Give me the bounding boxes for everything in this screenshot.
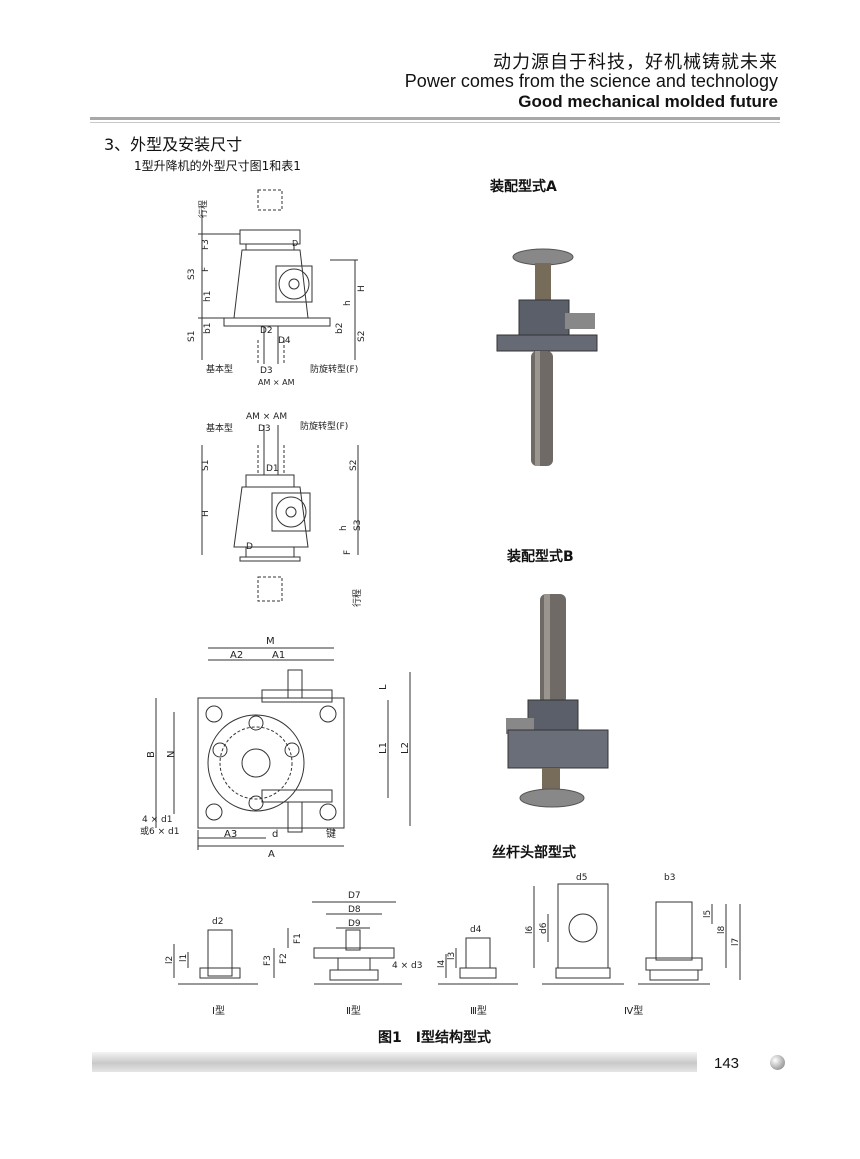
dim-b: B xyxy=(146,751,157,758)
figure-caption: 图1 Ⅰ型结构型式 xyxy=(378,1030,491,1046)
dim-am-mid: AM × AM xyxy=(246,412,287,422)
dim-s3-mid: S3 xyxy=(353,520,363,531)
dim-h-small-mid: h xyxy=(339,525,349,531)
dim-l1-type1: l1 xyxy=(179,954,189,962)
dim-a1: A1 xyxy=(272,650,285,661)
basic-type-label-mid: 基本型 xyxy=(206,422,233,434)
dim-l5: l5 xyxy=(703,910,713,918)
dim-a: A xyxy=(268,849,275,860)
dim-d: D xyxy=(292,239,298,248)
header-chinese-slogan: 动力源自于科技，好机械铸就未来 xyxy=(493,52,778,73)
dim-b2: b2 xyxy=(335,323,345,334)
basic-type-label: 基本型 xyxy=(206,363,233,375)
type2-name: Ⅱ型 xyxy=(346,1004,361,1017)
dim-d9: D9 xyxy=(348,919,361,929)
dim-h1: h1 xyxy=(203,291,213,302)
type4-name: Ⅳ型 xyxy=(624,1004,643,1017)
dim-f-mid: F xyxy=(343,550,353,555)
header-english-line2: Good mechanical molded future xyxy=(518,92,778,111)
header-rule-thin xyxy=(90,122,780,123)
dim-l: L xyxy=(378,684,389,690)
dim-am: AM × AM xyxy=(258,378,295,387)
dim-f: F xyxy=(201,267,211,272)
screw-head-title: 丝杆头部型式 xyxy=(492,845,576,861)
dim-d2: D2 xyxy=(260,326,273,336)
dim-d-mid: D xyxy=(246,542,253,552)
photo-b-title: 装配型式B xyxy=(507,549,574,565)
top-elevation-drawing: 行程 F3 F S3 h1 b1 S1 D H h b2 S2 D2 D4 D3… xyxy=(187,189,367,387)
middle-elevation-drawing: AM × AM 基本型 D3 防旋转型(F) S1 D1 S2 H h S3 D… xyxy=(201,412,363,607)
dim-h-mid: H xyxy=(201,510,211,517)
holes-label-4: 4 × d1 xyxy=(142,815,172,825)
anti-rotation-label-mid: 防旋转型(F) xyxy=(300,420,348,432)
dim-l8: l8 xyxy=(717,925,727,934)
dim-d1-mid: D1 xyxy=(266,464,279,474)
dim-d-small: d xyxy=(272,829,278,840)
dim-d8: D8 xyxy=(348,905,361,915)
dim-s2-mid: S2 xyxy=(349,460,359,471)
dim-l6: l6 xyxy=(525,925,535,934)
key-label: 键 xyxy=(326,827,336,840)
dim-l1: L1 xyxy=(378,742,389,754)
screw-head-drawings: d2 l2 l1 Ⅰ型 D7 D8 D9 F1 F3 F2 4 × d3 Ⅱ型 … xyxy=(165,873,741,1017)
holes-label-6: 或6 × d1 xyxy=(140,825,179,837)
dim-4xd3: 4 × d3 xyxy=(392,961,422,971)
dim-d2-type1: d2 xyxy=(212,917,223,927)
dim-s1-mid: S1 xyxy=(201,460,211,471)
dim-m: M xyxy=(266,636,275,647)
dim-d3-mid: D3 xyxy=(258,424,271,434)
plan-view-drawing: M A2 A1 L B N L1 L2 A3 d A 4 × d1 或6 × d… xyxy=(140,636,411,860)
dim-h-lower: h xyxy=(343,300,353,306)
dim-f3: F3 xyxy=(201,239,211,250)
dim-d5: d5 xyxy=(576,873,587,883)
stroke-label-mid: 行程 xyxy=(351,589,363,607)
dim-a3: A3 xyxy=(224,829,237,840)
dim-d4-type3: d4 xyxy=(470,925,482,935)
dim-s1: S1 xyxy=(187,331,197,342)
dim-d3: D3 xyxy=(260,366,273,376)
type3-name: Ⅲ型 xyxy=(470,1004,487,1017)
section-subtitle: 1型升降机的外型尺寸图1和表1 xyxy=(134,159,301,173)
dim-f3-type2: F3 xyxy=(263,955,273,966)
dim-n: N xyxy=(166,751,177,758)
jack-photo-a xyxy=(496,248,598,466)
jack-photo-b xyxy=(506,594,609,808)
dim-d6: d6 xyxy=(539,922,549,934)
dim-b3: b3 xyxy=(664,873,675,883)
dim-f2: F2 xyxy=(279,953,289,964)
section-title: 3、外型及安装尺寸 xyxy=(104,135,243,154)
dim-l7: l7 xyxy=(731,938,741,946)
header-rule xyxy=(90,117,780,120)
type1-name: Ⅰ型 xyxy=(212,1004,225,1017)
dim-b1: b1 xyxy=(203,323,213,334)
dim-d4: D4 xyxy=(278,336,291,346)
dim-l2-type1: l2 xyxy=(165,956,175,964)
page-ball-ornament xyxy=(770,1055,785,1070)
dim-h-upper: H xyxy=(357,285,367,292)
dim-d7: D7 xyxy=(348,891,361,901)
page-number: 143 xyxy=(714,1055,740,1072)
dim-s3: S3 xyxy=(187,269,197,280)
dim-s2: S2 xyxy=(357,331,367,342)
stroke-label-top: 行程 xyxy=(197,200,209,218)
dim-l3-type3: l3 xyxy=(447,952,457,960)
dim-l4-type3: l4 xyxy=(437,959,447,968)
dim-l2: L2 xyxy=(400,742,411,754)
footer-bar xyxy=(92,1052,697,1072)
photo-a-title: 装配型式A xyxy=(490,179,557,195)
anti-rotation-label: 防旋转型(F) xyxy=(310,363,358,375)
header-english-line1: Power comes from the science and technol… xyxy=(404,71,778,91)
dim-f1: F1 xyxy=(293,933,303,944)
dim-a2: A2 xyxy=(230,650,243,661)
